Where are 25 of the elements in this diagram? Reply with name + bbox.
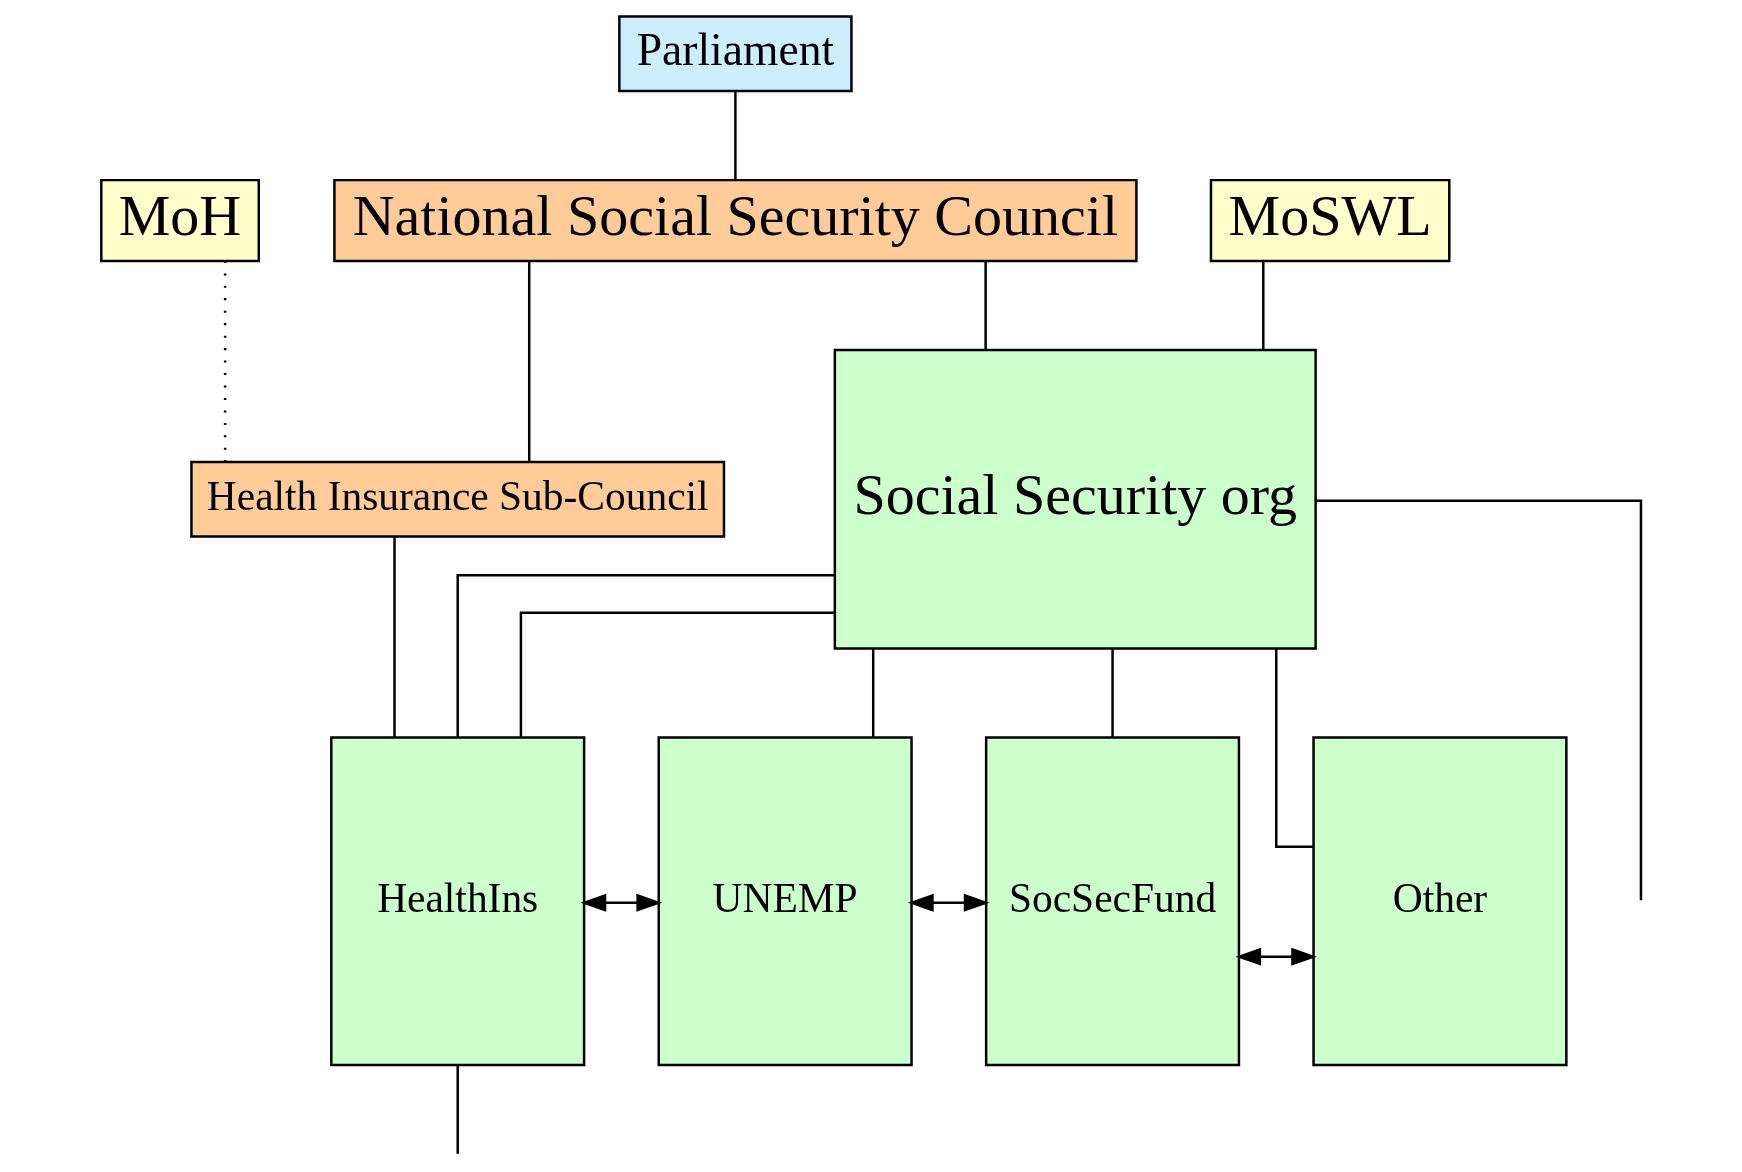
connector [1274, 648, 1313, 849]
connector [455, 574, 835, 738]
connector [983, 261, 987, 350]
arrow [1234, 947, 1317, 966]
node-box: UNEMP [656, 736, 913, 1067]
node-box: Other [1311, 736, 1568, 1067]
connector [519, 611, 835, 737]
connector [392, 537, 396, 738]
node-box: National Social Security Council [332, 178, 1138, 263]
connector [1110, 648, 1114, 738]
node-box: Parliament [617, 15, 853, 93]
node-box: MoH [99, 178, 260, 263]
connector [733, 91, 737, 180]
connector [1315, 499, 1642, 901]
connector [527, 261, 530, 462]
node-box: SocSecFund [984, 736, 1240, 1067]
node-box: Social Security org [833, 348, 1317, 650]
arrow [580, 893, 662, 912]
node-box: Health Insurance Sub-Council [189, 460, 725, 538]
connector [1261, 261, 1265, 350]
arrow [907, 893, 990, 912]
node-box: MoSWL [1209, 178, 1451, 263]
node-box: HealthIns [329, 736, 585, 1067]
connector [455, 1065, 459, 1154]
connector [871, 648, 874, 738]
